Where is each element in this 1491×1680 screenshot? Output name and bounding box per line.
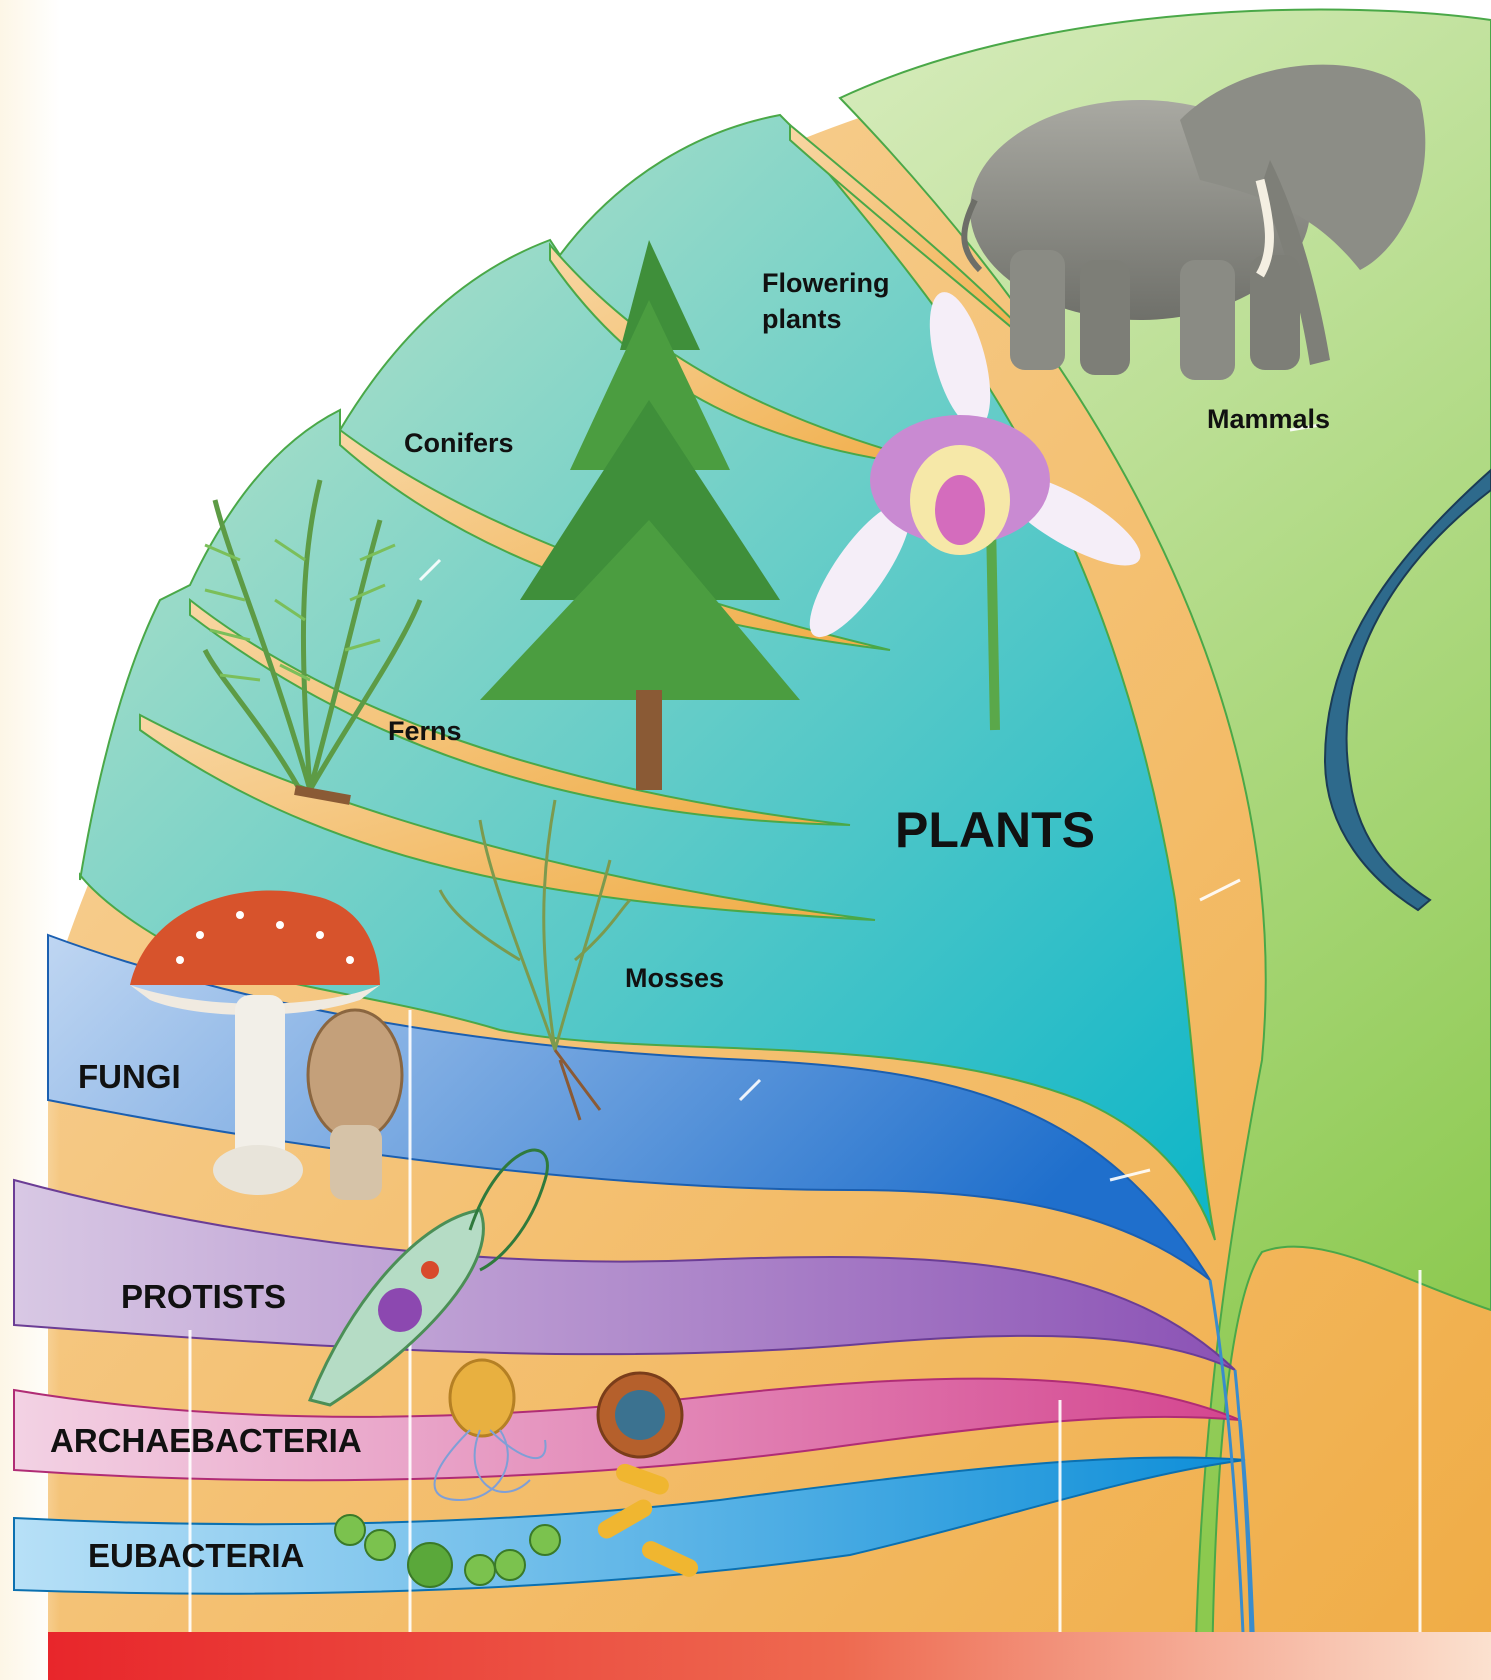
label-ferns: Ferns bbox=[388, 716, 462, 746]
label-protists: PROTISTS bbox=[121, 1278, 286, 1315]
label-flowering-line2: plants bbox=[762, 304, 842, 334]
label-fungi: FUNGI bbox=[78, 1058, 181, 1095]
label-flowering-line1: Flowering bbox=[762, 268, 890, 298]
label-mosses: Mosses bbox=[625, 963, 724, 993]
label-eubacteria: EUBACTERIA bbox=[88, 1537, 304, 1574]
bottom-time-bar bbox=[48, 1632, 1491, 1680]
label-conifers: Conifers bbox=[404, 428, 514, 458]
label-plants: PLANTS bbox=[895, 802, 1095, 858]
label-archaebacteria: ARCHAEBACTERIA bbox=[50, 1422, 362, 1459]
label-mammals: Mammals bbox=[1207, 404, 1330, 434]
